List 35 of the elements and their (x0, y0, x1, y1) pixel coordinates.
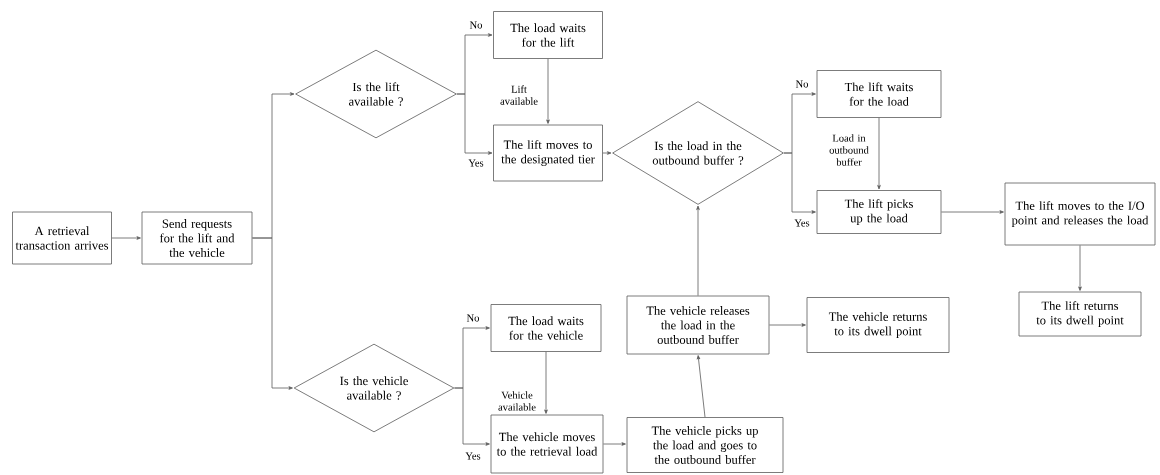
arrow (603, 442, 626, 446)
arrow (696, 205, 700, 296)
arrow (454, 387, 490, 446)
arrow (546, 58, 550, 124)
edge-label: No (466, 314, 480, 322)
edge-label: Yes (793, 219, 811, 227)
process-box: The vehicle returns to its dwell point (806, 297, 950, 353)
arrow (602, 151, 612, 155)
edge-label: No (795, 80, 809, 88)
process-box: The vehicle picks up the load and goes to the outbound buffer (626, 417, 784, 473)
process-box: The vehicle releases the load in the outbound buffer (626, 295, 770, 355)
arrow (877, 117, 881, 190)
process-box: The vehicle moves to the retrieval load (490, 414, 604, 474)
process-box: The lift waits for the load (816, 70, 942, 118)
arrow (252, 237, 293, 390)
process-box: The lift picks up the load (816, 190, 942, 234)
arrow (111, 236, 141, 240)
process-box: The load waits for the vehicle (490, 304, 602, 352)
process-box: The lift returns to its dwell point (1018, 291, 1142, 337)
process-box: A retrieval transaction arrives (12, 211, 112, 265)
edge-label: Yes (467, 159, 485, 167)
process-box: The load waits for the lift (493, 11, 603, 59)
arrow (544, 351, 548, 414)
process-box: The lift moves to the I/O point and releases the load (1004, 182, 1156, 246)
edge-label: No (469, 21, 483, 29)
edge-label: Yes (464, 452, 482, 460)
arrow (769, 323, 806, 327)
arrow (1078, 245, 1082, 291)
edge-label: Load in outbound buffer (824, 133, 874, 167)
arrow (783, 152, 816, 214)
process-box: The lift moves to the designated tier (493, 124, 603, 182)
arrow (941, 210, 1004, 214)
process-box: Send requests for the lift and the vehicle (141, 211, 253, 265)
arrow (696, 355, 706, 418)
arrow (456, 93, 493, 155)
